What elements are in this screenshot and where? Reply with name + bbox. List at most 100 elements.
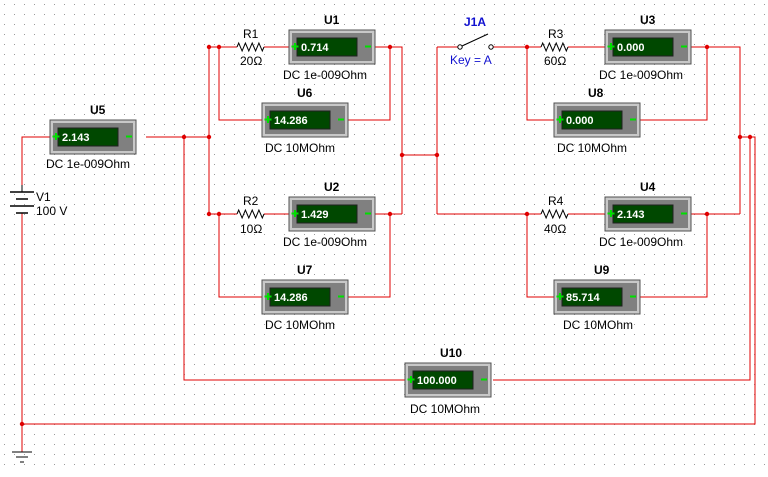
multimeter-u8[interactable]: 0.000 U8 DC 10MOhm [553,86,641,155]
wire-u8-left [526,47,554,121]
minus-terminal-icon [365,212,371,215]
minus-terminal-icon [681,45,687,48]
junction-dot [524,44,530,50]
junction-dot [524,211,530,217]
meters: 2.143 U5 DC 1e-009Ohm 0.714 U1 DC 1e-009Ohm 14… [46,13,692,416]
meter-reading: 1.429 [301,209,329,221]
minus-terminal-icon [630,295,636,298]
meter-reading: 14.286 [274,292,308,304]
resistor-name: R4 [548,194,564,208]
wire-u7-right [348,214,391,298]
meter-name: U6 [297,86,313,100]
multimeter-u9[interactable]: 85.714 U9 DC 10MOhm [553,263,641,332]
meter-mode: DC 1e-009Ohm [283,235,367,249]
resistor-value: 60Ω [544,54,566,68]
meter-mode: DC 10MOhm [563,318,633,332]
meter-mode: DC 10MOhm [557,141,627,155]
meter-mode: DC 10MOhm [410,402,480,416]
multimeter-u1[interactable]: 0.714 U1 DC 1e-009Ohm [283,13,376,82]
meter-mode: DC 10MOhm [265,141,335,155]
wire-u6-left [218,47,262,121]
junction-dot [181,134,187,140]
wire-u9-left [526,214,554,298]
multimeter-u3[interactable]: 0.000 U3 DC 1e-009Ohm [599,13,692,82]
multimeter-u2[interactable]: 1.429 U2 DC 1e-009Ohm [283,180,376,249]
junction-dot [206,134,212,140]
switch-j1a[interactable]: J1A Key = A [450,15,494,67]
junction-dot [216,44,222,50]
meter-reading: 100.000 [417,375,457,387]
multimeter-u6[interactable]: 14.286 U6 DC 10MOhm [261,86,349,155]
meter-name: U7 [297,263,313,277]
wire-u7-left [218,214,262,298]
meter-mode: DC 1e-009Ohm [46,157,130,171]
ground-icon [12,451,32,463]
junction-dot [704,44,710,50]
meter-name: U1 [324,13,340,27]
minus-terminal-icon [365,45,371,48]
multimeter-u7[interactable]: 14.286 U7 DC 10MOhm [261,263,349,332]
meter-mode: DC 1e-009Ohm [283,68,367,82]
junction-dot [737,134,743,140]
minus-terminal-icon [338,118,344,121]
resistor-value: 20Ω [240,54,262,68]
minus-terminal-icon [481,378,487,381]
junction-dot [216,211,222,217]
resistor-name: R3 [548,27,564,41]
wire-u8-right [640,47,708,121]
resistor-value: 10Ω [240,222,262,236]
junction-dot [206,44,212,50]
meter-name: U5 [90,103,106,117]
meter-name: U9 [594,263,610,277]
multimeter-u4[interactable]: 2.143 U4 DC 1e-009Ohm [599,180,692,249]
meter-name: U2 [324,180,340,194]
meter-reading: 2.143 [617,209,645,221]
minus-terminal-icon [338,295,344,298]
meter-reading: 14.286 [274,115,308,127]
wire-u6-right [348,47,391,121]
meter-reading: 0.000 [617,42,645,54]
switch-key: Key = A [450,53,492,67]
junctions [19,44,753,427]
junction-dot [387,44,393,50]
multimeter-u10[interactable]: 100.000 U10 DC 10MOhm [404,346,492,416]
junction-dot [206,211,212,217]
resistor-name: R1 [243,27,259,41]
meter-reading: 2.143 [62,132,90,144]
resistor-value: 40Ω [544,222,566,236]
meter-name: U3 [640,13,656,27]
wire-right-return [22,136,756,425]
meter-name: U8 [588,86,604,100]
meter-reading: 85.714 [566,292,601,304]
meter-reading: 0.000 [566,115,594,127]
meter-reading: 0.714 [301,42,329,54]
voltage-source-v1[interactable]: V1 100 V [10,185,67,218]
switch-name: J1A [464,15,486,29]
minus-terminal-icon [681,212,687,215]
v1-name: V1 [36,190,51,204]
meter-mode: DC 1e-009Ohm [599,235,683,249]
multimeter-u5[interactable]: 2.143 U5 DC 1e-009Ohm [46,103,137,171]
resistor-r3[interactable]: R3 60Ω [540,27,569,68]
wire-v1-top [21,136,50,185]
junction-dot [747,134,753,140]
minus-terminal-icon [630,118,636,121]
v1-value: 100 V [36,204,67,218]
wire-u1-out [375,46,403,214]
junction-dot [704,211,710,217]
meter-name: U10 [440,346,462,360]
resistor-r4[interactable]: R4 40Ω [540,194,569,236]
minus-terminal-icon [126,135,132,138]
meter-name: U4 [640,180,656,194]
meter-mode: DC 10MOhm [265,318,335,332]
meter-mode: DC 1e-009Ohm [599,68,683,82]
wires [21,46,756,452]
resistor-r1[interactable]: R1 20Ω [236,27,265,68]
junction-dot [387,211,393,217]
wire-u10-right [493,137,751,381]
